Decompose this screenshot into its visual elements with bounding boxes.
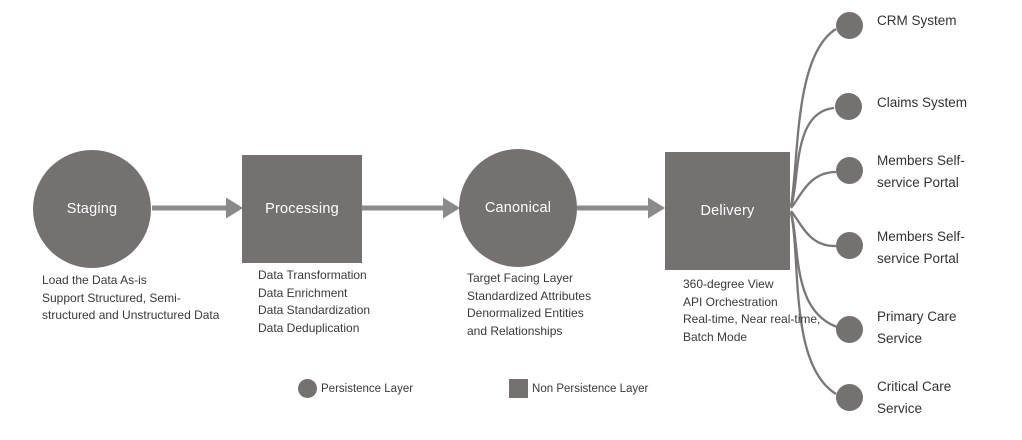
arrow-processing-to-canonical	[362, 197, 460, 219]
non-persistence-layer-square-icon	[509, 379, 529, 398]
endpoint-label-primary-care: Primary Care Service	[877, 309, 957, 346]
stage-shape-canonical: Canonical	[459, 149, 577, 267]
endpoint-label-critical-care: Critical Care Service	[877, 379, 952, 416]
stage-label-processing: Processing	[265, 201, 339, 217]
legend-label-persistence: Persistence Layer	[321, 382, 414, 395]
stage-shape-delivery: Delivery	[665, 152, 790, 270]
endpoint-label-crm-system: CRM System	[877, 13, 957, 28]
endpoint-label-members-portal-2: Members Self- service Portal	[877, 229, 965, 266]
stage-description-staging: Load the Data As-is Support Structured, …	[42, 273, 220, 322]
endpoint-node-critical-care	[836, 384, 863, 411]
stage-label-delivery: Delivery	[700, 203, 755, 219]
stage-description-delivery: 360-degree View API Orchestration Real-t…	[683, 277, 821, 344]
stage-description-processing: Data Transformation Data Enrichment Data…	[258, 268, 371, 335]
endpoint-label-members-portal-1: Members Self- service Portal	[877, 153, 965, 190]
legend-label-non-persistence: Non Persistence Layer	[532, 382, 649, 395]
endpoint-label-claims-system: Claims System	[877, 95, 968, 110]
endpoint-node-members-portal-1	[836, 157, 863, 184]
connector-delivery-to-critical-care	[789, 212, 837, 395]
stage-shape-staging: Staging	[33, 150, 151, 268]
arrow-staging-to-processing	[152, 197, 243, 219]
legend: Persistence Layer Non Persistence Layer	[298, 379, 648, 398]
endpoint-node-crm-system	[836, 12, 863, 39]
endpoint-node-primary-care	[836, 316, 863, 343]
endpoint-node-claims-system	[835, 93, 862, 120]
connector-delivery-to-members-portal-2	[790, 210, 837, 248]
connector-delivery-to-claims	[789, 106, 835, 208]
connector-delivery-to-members-portal-1	[790, 170, 837, 209]
endpoint-node-members-portal-2	[836, 232, 863, 259]
stage-description-canonical: Target Facing Layer Standardized Attribu…	[467, 271, 592, 338]
persistence-layer-circle-icon	[298, 379, 317, 398]
connector-delivery-to-crm	[789, 28, 837, 207]
stage-label-canonical: Canonical	[484, 200, 552, 216]
arrow-canonical-to-delivery	[577, 197, 665, 219]
stage-label-staging: Staging	[66, 201, 118, 217]
stage-shape-processing: Processing	[242, 155, 362, 263]
